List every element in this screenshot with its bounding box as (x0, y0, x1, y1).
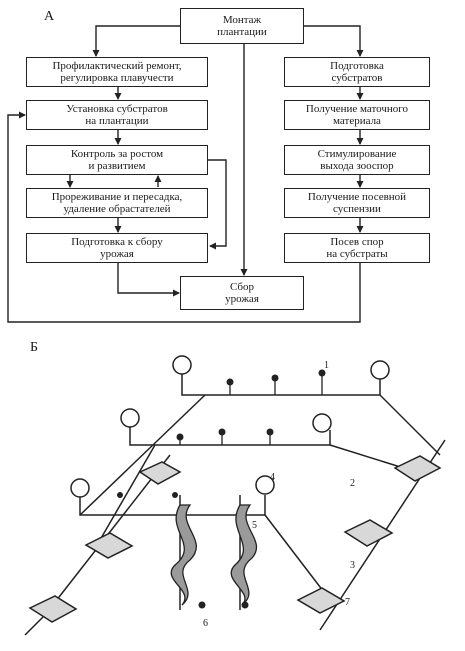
box-right-5: Посев спор на субстраты (284, 233, 430, 263)
box-right-4: Получение посевной суспензии (284, 188, 430, 218)
box-mounting: Монтаж плантации (180, 8, 304, 44)
box-left-3: Контроль за ростом и развитием (26, 145, 208, 175)
box-harvest: Сбор урожая (180, 276, 304, 310)
box-right-2: Получение маточного материала (284, 100, 430, 130)
box-right-1: Подготовка субстратов (284, 57, 430, 87)
annotation-2: 2 (350, 478, 355, 489)
annotation-7: 7 (345, 597, 350, 608)
buoys (70, 355, 390, 498)
kelp-strands (170, 504, 258, 606)
annotation-5: 5 (252, 520, 257, 531)
box-right-3: Стимулирование выхода зооспор (284, 145, 430, 175)
annotation-1: 1 (324, 360, 329, 371)
box-left-4: Прореживание и пересадка, удаление обрас… (26, 188, 208, 218)
small-floats (117, 369, 326, 609)
annotation-6: 6 (203, 618, 208, 629)
annotation-4: 4 (270, 472, 275, 483)
section-b-label: Б (30, 340, 39, 355)
box-left-5: Подготовка к сбору урожая (26, 233, 208, 263)
box-left-2: Установка субстратов на плантации (26, 100, 208, 130)
annotation-3: 3 (350, 560, 355, 571)
substrate-plates (28, 455, 442, 623)
section-a-label: А (44, 9, 55, 24)
box-left-1: Профилактический ремонт, регулировка пла… (26, 57, 208, 87)
